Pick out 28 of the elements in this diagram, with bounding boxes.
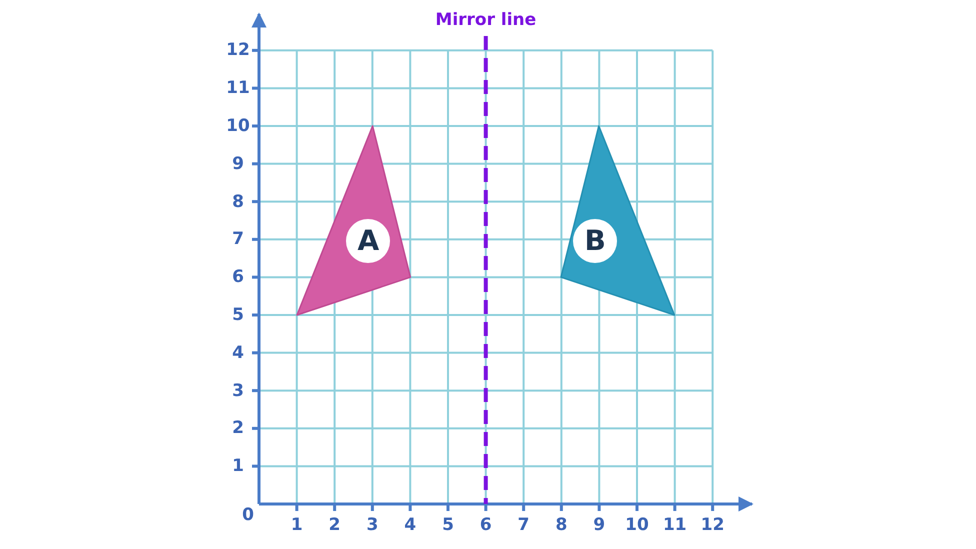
tick-label: 12 (700, 515, 724, 535)
triangle (561, 126, 675, 315)
triangle (296, 126, 410, 315)
tick-label: 10 (226, 116, 250, 136)
tick-label: 4 (404, 515, 416, 535)
line-label: Mirror line (435, 10, 536, 30)
tick-label: 2 (232, 418, 244, 438)
tick-label: 9 (593, 515, 606, 535)
tick-label: 0 (242, 505, 254, 525)
tick-label: 5 (232, 305, 244, 325)
tick-label: 11 (226, 78, 250, 98)
tick-label: 7 (232, 229, 244, 250)
tick-label: 1 (232, 456, 244, 476)
tick-label: 4 (232, 342, 244, 363)
tick-label: 8 (555, 515, 568, 535)
tick-label: 2 (328, 515, 341, 535)
tick-label: 10 (625, 515, 649, 535)
tick-label: 6 (232, 267, 244, 288)
tick-label: 5 (442, 515, 454, 535)
tick-label: 11 (662, 515, 687, 535)
tick-label: 6 (480, 515, 492, 535)
tick-label: 8 (232, 192, 244, 212)
tick-label: 3 (366, 515, 378, 535)
tick-label: 3 (232, 380, 244, 401)
tick-label: 12 (226, 40, 250, 60)
tick-label: 9 (232, 154, 244, 174)
tick-label: 1 (290, 515, 303, 535)
tick-label: 7 (518, 515, 530, 535)
